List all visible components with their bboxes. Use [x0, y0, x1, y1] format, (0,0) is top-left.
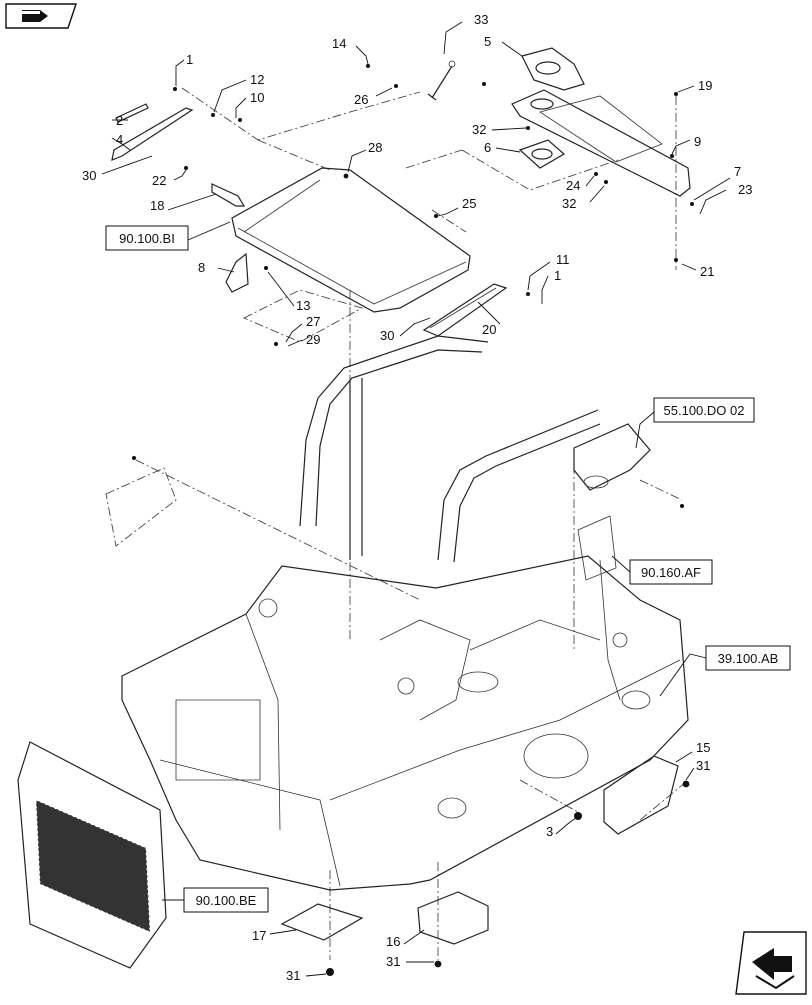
part-15-cover: [603, 755, 679, 835]
ref-box-90-100-be[interactable]: 90.100.BE: [183, 887, 269, 913]
module-90-160: [577, 515, 617, 581]
callout-11: 11: [556, 252, 570, 267]
part-9-panel: [511, 89, 691, 197]
callout-3: 3: [546, 824, 553, 839]
callout-31c: 31: [386, 954, 400, 969]
callout-16: 16: [386, 934, 400, 949]
fasteners: [132, 64, 694, 976]
svg-text:90.160.AF: 90.160.AF: [641, 565, 701, 580]
callout-6: 6: [484, 140, 491, 155]
callout-27: 27: [306, 314, 320, 329]
callout-23: 23: [738, 182, 752, 197]
part-6-gasket: [518, 139, 566, 169]
part-4-bracket: [111, 107, 194, 161]
callout-1a: 1: [186, 52, 193, 67]
callout-18: 18: [150, 198, 164, 213]
callout-10: 10: [250, 90, 264, 105]
alignment-lines: [135, 87, 687, 960]
callout-20: 20: [482, 322, 496, 337]
rops-arch: [299, 335, 601, 563]
callout-12: 12: [250, 72, 264, 87]
callout-8: 8: [198, 260, 205, 275]
callout-14: 14: [332, 36, 346, 51]
callout-1b: 1: [554, 268, 561, 283]
ref-box-90-100-bi[interactable]: 90.100.BI: [105, 225, 189, 251]
part-28-cover: [231, 167, 471, 313]
callout-30a: 30: [82, 168, 96, 183]
leader-lines: [101, 21, 731, 977]
callout-30b: 30: [380, 328, 394, 343]
module-55-100: [573, 423, 651, 491]
callout-31a: 31: [696, 758, 710, 773]
callout-13: 13: [296, 298, 310, 313]
callout-4: 4: [116, 132, 123, 147]
part-33-gas-strut: [427, 60, 456, 101]
callout-21: 21: [700, 264, 714, 279]
part-16-plate: [417, 891, 489, 945]
front-grille: [17, 741, 167, 969]
next-page-icon[interactable]: [735, 931, 807, 995]
callout-26: 26: [354, 92, 368, 107]
callout-24: 24: [566, 178, 580, 193]
callout-5: 5: [484, 34, 491, 49]
part-5-gasket: [521, 47, 585, 91]
left-access-panel: [105, 467, 177, 547]
callout-2: 2: [116, 113, 123, 128]
part-18-bracket: [211, 183, 246, 207]
part-8-bracket: [225, 252, 249, 293]
callout-29: 29: [306, 332, 320, 347]
callout-9: 9: [694, 134, 701, 149]
callout-labels: 1 2 4 30 12 10 22 18 14 26 33 5 28 32 6 …: [82, 12, 752, 983]
callout-28: 28: [368, 140, 382, 155]
callout-19: 19: [698, 78, 712, 93]
part-20-plate: [422, 283, 508, 337]
ref-box-39-100-ab[interactable]: 39.100.AB: [705, 645, 791, 671]
svg-text:55.100.DO 02: 55.100.DO 02: [664, 403, 745, 418]
svg-text:90.100.BI: 90.100.BI: [119, 231, 175, 246]
callout-17: 17: [252, 928, 266, 943]
svg-text:39.100.AB: 39.100.AB: [718, 651, 779, 666]
svg-text:90.100.BE: 90.100.BE: [196, 893, 257, 908]
ref-box-90-160-af[interactable]: 90.160.AF: [629, 559, 713, 585]
part-17-plate: [280, 903, 364, 941]
callout-15: 15: [696, 740, 710, 755]
callout-32b: 32: [562, 196, 576, 211]
ref-box-55-100-do02[interactable]: 55.100.DO 02: [653, 397, 755, 423]
callout-32a: 32: [472, 122, 486, 137]
previous-page-icon[interactable]: [5, 3, 77, 29]
callout-7: 7: [734, 164, 741, 179]
callout-25: 25: [462, 196, 476, 211]
callout-22: 22: [152, 173, 166, 188]
callout-33: 33: [474, 12, 488, 27]
main-frame: [121, 555, 689, 891]
part-2-strip: [115, 103, 149, 123]
callout-31b: 31: [286, 968, 300, 983]
